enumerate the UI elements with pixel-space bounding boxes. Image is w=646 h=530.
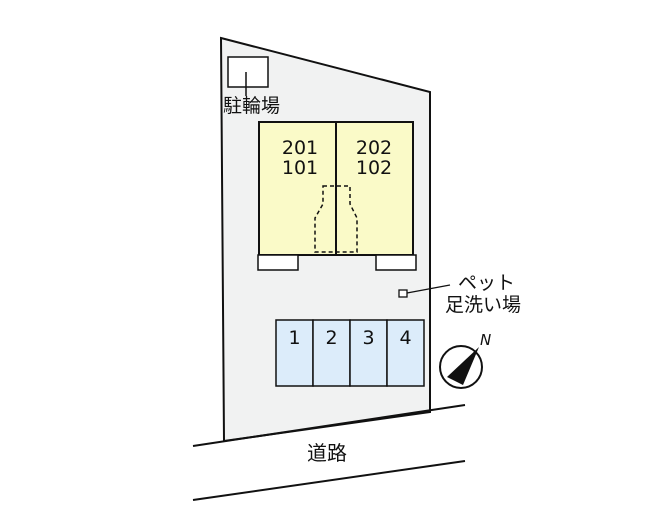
parking-space-label: 2 <box>325 327 337 349</box>
porch-left <box>257 254 299 271</box>
parking-space <box>386 319 425 387</box>
parking-space-label: 1 <box>288 327 300 349</box>
unit-left-lower: 101 <box>282 157 318 179</box>
bicycle-parking-box <box>227 56 269 88</box>
parking-space-label: 4 <box>399 327 411 349</box>
parking-space <box>312 319 351 387</box>
pet-footwash-label-1: ペット <box>458 272 515 294</box>
entrance-dashed <box>314 185 358 253</box>
pet-footwash-box <box>398 289 408 298</box>
pet-footwash-label-2: 足洗い場 <box>445 294 521 316</box>
unit-right-lower: 102 <box>356 157 392 179</box>
porch-right <box>375 254 417 271</box>
compass-needle <box>447 347 479 385</box>
unit-left-upper: 201 <box>282 137 318 159</box>
north-compass: N <box>439 331 491 389</box>
road-label: 道路 <box>307 441 347 465</box>
pet-footwash-leader <box>406 284 451 294</box>
unit-right-upper: 202 <box>356 137 392 159</box>
compass-north-label: N <box>480 331 491 349</box>
parking-area: 1 2 3 4 <box>275 319 425 387</box>
unit-right: 202 102 <box>356 137 392 179</box>
parking-space-label: 3 <box>362 327 374 349</box>
road-edge-top <box>192 404 466 447</box>
bicycle-parking-label: 駐輪場 <box>223 95 280 117</box>
parking-space <box>275 319 314 387</box>
road-edge-bottom <box>192 460 466 501</box>
unit-left: 201 101 <box>282 137 318 179</box>
